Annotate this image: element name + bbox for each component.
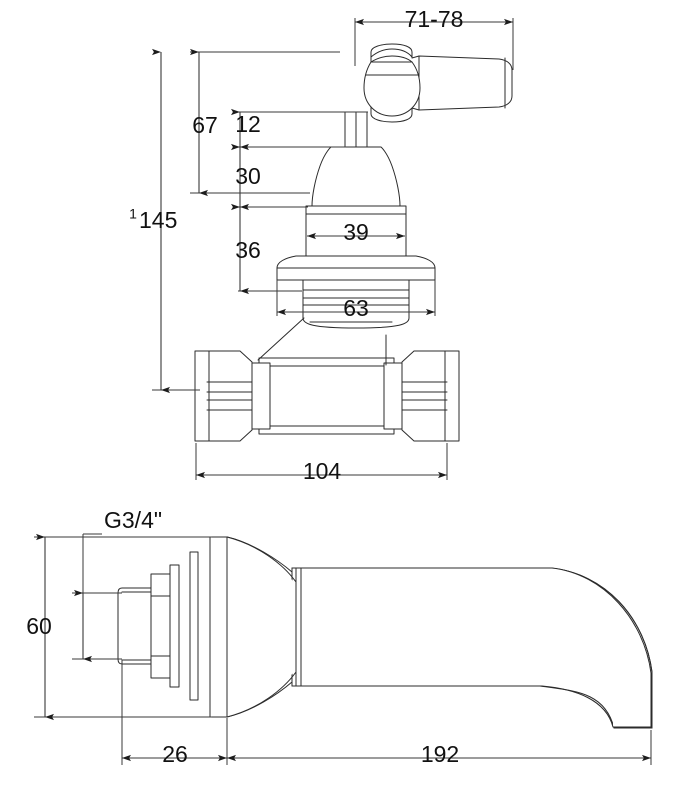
spout-view-dimensions: G3/4" 60 26 192 bbox=[26, 507, 652, 767]
valve-view-dimensions: 71-78 67 12 30 39 36 bbox=[129, 6, 514, 484]
dim-label-63: 63 bbox=[343, 295, 369, 321]
dim-label-30: 30 bbox=[235, 163, 261, 189]
spout-profile-outline bbox=[209, 536, 652, 728]
dim-label-36: 36 bbox=[235, 237, 261, 263]
compression-fitting-right bbox=[383, 334, 460, 442]
dim-label-104: 104 bbox=[303, 458, 342, 484]
sealing-rib bbox=[189, 551, 199, 701]
dim-label-60: 60 bbox=[26, 613, 52, 639]
spout-view-geometry bbox=[117, 536, 653, 729]
compression-fitting-left bbox=[194, 350, 271, 442]
dim-label-145: 145 bbox=[139, 207, 177, 233]
dim-label-71-78: 71-78 bbox=[405, 6, 464, 32]
dim-label-192: 192 bbox=[421, 741, 459, 767]
dim-label-g34: G3/4" bbox=[104, 507, 162, 533]
spindle-neck bbox=[344, 111, 368, 148]
valve-body bbox=[258, 357, 395, 435]
escutcheon-flange bbox=[276, 255, 436, 281]
dim-label-67: 67 bbox=[192, 112, 218, 138]
dim-label-145-prefix: 1 bbox=[129, 206, 137, 222]
dim-label-39: 39 bbox=[343, 219, 369, 245]
dim-label-26: 26 bbox=[162, 741, 188, 767]
handle-dome bbox=[363, 61, 421, 117]
backnut bbox=[150, 573, 172, 679]
dim-label-12: 12 bbox=[235, 111, 261, 137]
bell-shroud bbox=[311, 146, 401, 207]
washer-plate bbox=[169, 564, 180, 688]
